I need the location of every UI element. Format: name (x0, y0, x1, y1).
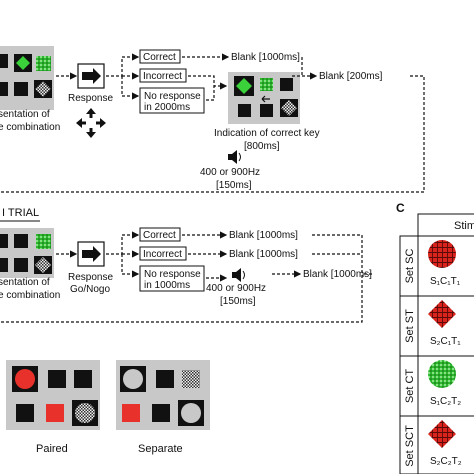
training-tone-2: [150ms] (216, 180, 252, 191)
training-response-key (77, 63, 105, 89)
panel-c-stim-3: S₁C₂T₂ (430, 396, 461, 407)
training-blank-200: Blank [200ms] (319, 71, 383, 82)
test-tone-1: 400 or 900Hz (206, 283, 266, 294)
test-no-response-1: No response (144, 269, 201, 280)
test-blank-1000-b: Blank [1000ms] (229, 249, 298, 260)
test-response-label-1: Response (68, 272, 113, 283)
training-no-response-2: in 2000ms (144, 102, 190, 113)
indication-display (228, 72, 300, 124)
speaker-icon (232, 268, 245, 282)
panel-c-stim-2: S₂C₁T₁ (430, 336, 461, 347)
panel-c-set-st: Set ST (404, 309, 416, 343)
training-stimulus-display (0, 46, 54, 110)
panel-c-stim-1: S₁C₁T₁ (430, 276, 461, 287)
test-response-label-2: Go/Nogo (70, 284, 110, 295)
direction-keys-icon (76, 108, 106, 138)
stimulus-red-circle (428, 240, 456, 268)
training-correct-label: Correct (143, 52, 176, 63)
separate-label: Separate (138, 443, 183, 455)
test-blank-1000-c: Blank [1000ms] (303, 269, 372, 280)
panel-c-set-ct: Set CT (404, 369, 416, 404)
panel-c: C Stim Set SC S₁C₁T₁ Set ST S₂C₁T₁ Set C… (396, 201, 474, 474)
stimulus-textured-diamond (428, 420, 456, 448)
test-trial: I TRIAL sentation of e combination Respo… (0, 207, 372, 323)
panel-c-header: Stim (454, 220, 474, 232)
paired-layout-display (6, 360, 100, 430)
panel-c-stim-4: S₂C₂T₂ (430, 456, 462, 467)
panel-c-letter: C (396, 201, 405, 215)
test-stimulus-display (0, 228, 54, 278)
test-presentation-caption-1: sentation of (0, 277, 50, 288)
stimulus-green-circle (428, 360, 456, 388)
test-correct-label: Correct (143, 230, 176, 241)
training-no-response-1: No response (144, 91, 201, 102)
test-response-key (77, 241, 105, 267)
training-presentation-caption-1: sentation of (0, 109, 50, 120)
panel-c-set-sct: Set SCT (404, 425, 416, 467)
panel-c-set-sc: Set SC (404, 249, 416, 284)
test-tone-2: [150ms] (220, 296, 256, 307)
speaker-icon (228, 150, 241, 164)
test-trial-heading: I TRIAL (2, 207, 39, 219)
paired-label: Paired (36, 443, 68, 455)
test-presentation-caption-2: e combination (0, 290, 60, 301)
training-blank-1000: Blank [1000ms] (231, 52, 300, 63)
training-response-label: Response (68, 93, 113, 104)
training-tone-1: 400 or 900Hz (200, 167, 260, 178)
training-presentation-caption-2: e combination (0, 122, 60, 133)
separate-layout-display (116, 360, 210, 430)
training-incorrect-label: Incorrect (143, 71, 182, 82)
stimulus-red-diamond (428, 300, 456, 328)
test-incorrect-label: Incorrect (143, 249, 182, 260)
test-no-response-2: in 1000ms (144, 280, 190, 291)
test-blank-1000-a: Blank [1000ms] (229, 230, 298, 241)
training-trial: sentation of e combination Response Corr… (0, 46, 425, 193)
indication-caption-2: [800ms] (244, 141, 280, 152)
indication-caption-1: Indication of correct key (214, 128, 320, 139)
